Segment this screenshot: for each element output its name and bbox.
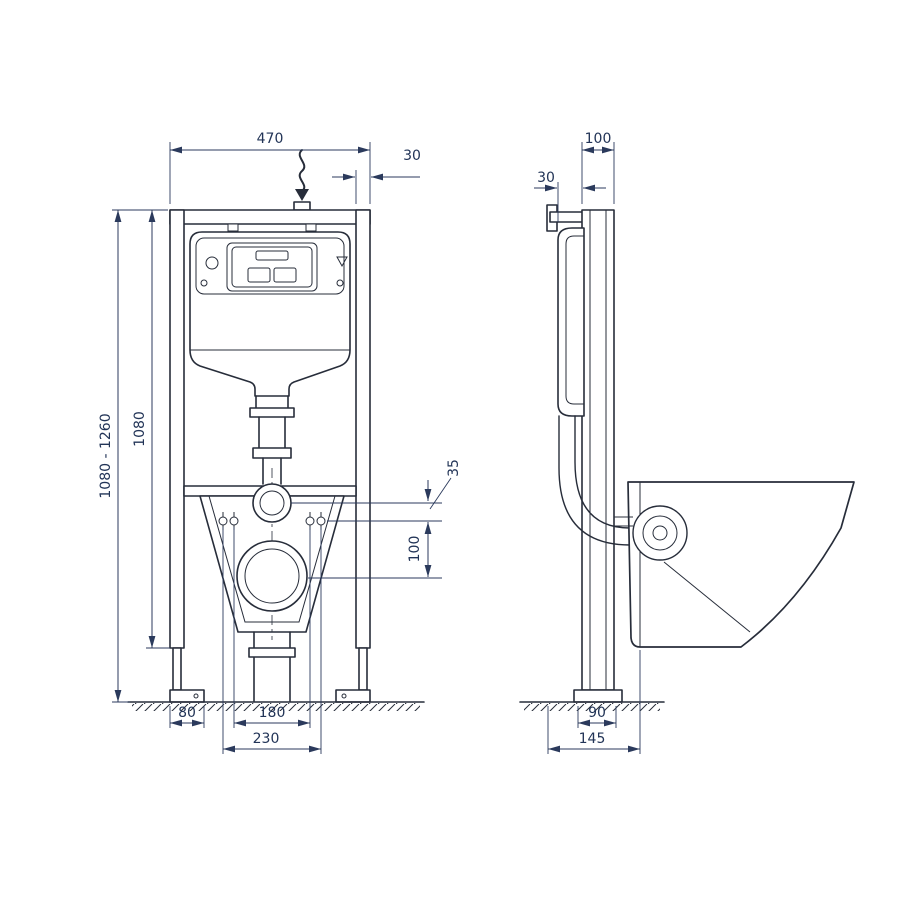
dim-label-foot-depth: 90 bbox=[588, 705, 606, 721]
foot-bolt-hole-left bbox=[193, 693, 199, 699]
shaft-screw-left bbox=[200, 279, 208, 287]
squiggle bbox=[298, 149, 306, 192]
dim-label-flush-offset: 35 bbox=[446, 459, 462, 477]
foot-bolt-hole-right bbox=[341, 693, 347, 699]
support-plate-inner bbox=[208, 495, 336, 623]
outlet-pipe-coupling bbox=[248, 647, 296, 658]
dim-bolt-spacing-180: 180 bbox=[233, 527, 311, 728]
fixing-bolts bbox=[218, 512, 326, 530]
arrow-head-icon bbox=[295, 189, 309, 201]
triangle-mark-icon bbox=[336, 256, 348, 268]
ground-hatch-side bbox=[524, 703, 660, 711]
foot-tube-left bbox=[172, 647, 182, 691]
flush-button-left bbox=[247, 267, 271, 283]
pipe-curve-outer bbox=[558, 415, 631, 546]
dim-width-470: 470 bbox=[169, 131, 371, 204]
dim-label-foot-plate: 80 bbox=[178, 705, 196, 721]
dim-height-range: 1080 - 1260 bbox=[98, 209, 168, 703]
dim-label-frame-height: 1080 bbox=[132, 411, 148, 447]
dim-label-bolt-inner: 180 bbox=[259, 705, 286, 721]
inspection-shaft bbox=[195, 237, 345, 295]
foot-plate-right bbox=[335, 689, 371, 703]
flush-boss-outer bbox=[632, 505, 688, 561]
flush-plate bbox=[226, 242, 318, 292]
flush-bend-inner bbox=[259, 490, 285, 516]
flush-boss-inner bbox=[652, 525, 668, 541]
flush-pipe-side bbox=[558, 415, 631, 546]
shaft-screw-right bbox=[336, 279, 344, 287]
dim-label-width: 470 bbox=[257, 131, 284, 147]
flush-bend-outer bbox=[252, 483, 292, 523]
cistern-profile bbox=[557, 227, 585, 417]
cistern-side bbox=[557, 227, 585, 417]
frame-left-rail bbox=[169, 209, 185, 649]
flush-pipe-front bbox=[249, 395, 295, 485]
flush-plate-inner bbox=[231, 246, 313, 288]
brand-mark-icon bbox=[205, 256, 219, 270]
hanger-tab-left bbox=[227, 223, 239, 232]
cistern-front bbox=[189, 231, 351, 397]
bolt-inner-left bbox=[229, 516, 239, 526]
frame-rail-side bbox=[581, 209, 615, 691]
dim-label-outlet-offset: 100 bbox=[407, 536, 423, 563]
side-view: 100 30 90 145 bbox=[519, 131, 855, 754]
flush-boss-mid bbox=[642, 515, 678, 551]
toilet-bowl-profile bbox=[614, 481, 855, 648]
dim-frame-depth-100: 100 bbox=[581, 131, 615, 204]
dim-cistern-offset-30: 30 bbox=[534, 170, 606, 222]
dim-top-bracket-30: 30 bbox=[332, 148, 421, 204]
bolt-outer-right bbox=[316, 516, 326, 526]
bowl-underside-line bbox=[663, 561, 751, 633]
foot-plate-side bbox=[573, 689, 623, 703]
dim-frame-height: 1080 bbox=[132, 210, 170, 649]
ground-front bbox=[127, 701, 425, 711]
dim-label-bolt-outer: 230 bbox=[253, 731, 280, 747]
flush-button-right bbox=[273, 267, 297, 283]
water-inlet-arrow bbox=[295, 149, 309, 201]
frame-right-rail bbox=[355, 209, 371, 649]
pipe-coupling bbox=[252, 447, 292, 459]
cistern-body bbox=[189, 231, 351, 397]
bolt-outer-left bbox=[218, 516, 228, 526]
dim-label-frame-depth: 100 bbox=[585, 131, 612, 147]
foot-plate-left bbox=[169, 689, 205, 703]
frame-top-bar bbox=[169, 209, 371, 225]
hanger-tab-right bbox=[305, 223, 317, 232]
cistern-profile-inner bbox=[565, 235, 585, 405]
dim-label-top-bracket: 30 bbox=[403, 148, 421, 164]
pipe-flange bbox=[249, 407, 295, 418]
dim-foot-plate-80: 80 bbox=[169, 705, 205, 728]
dim-bolt-spacing-230: 230 bbox=[222, 527, 322, 754]
dim-label-height-range: 1080 - 1260 bbox=[98, 413, 114, 498]
flush-plate-slot bbox=[255, 250, 289, 261]
mounting-frame-front bbox=[169, 201, 371, 703]
wall-bracket bbox=[546, 204, 585, 232]
foot-tube-right bbox=[358, 647, 368, 691]
top-inlet-notch bbox=[293, 201, 311, 211]
dim-flush-offset-35: 35 bbox=[291, 459, 462, 522]
flush-bend-front bbox=[252, 483, 292, 523]
dim-base-depth-145: 145 bbox=[547, 650, 641, 754]
dim-label-cistern-offset: 30 bbox=[537, 170, 555, 186]
dim-label-base-depth: 145 bbox=[579, 731, 606, 747]
mounting-frame-side bbox=[573, 209, 623, 703]
ground-hatch-front bbox=[132, 703, 420, 711]
bracket-arm bbox=[549, 211, 585, 223]
front-view: 470 30 1080 - 1260 1080 35 bbox=[98, 131, 462, 754]
waste-outlet bbox=[236, 540, 308, 702]
waste-outlet-outer bbox=[236, 540, 308, 612]
bolt-inner-right bbox=[305, 516, 315, 526]
dim-foot-depth-90: 90 bbox=[577, 705, 617, 728]
waste-outlet-inner bbox=[244, 548, 300, 604]
leader-line bbox=[429, 477, 452, 510]
pipe-curve-inner bbox=[574, 415, 631, 529]
dim-outlet-offset-100: 100 bbox=[308, 522, 442, 579]
